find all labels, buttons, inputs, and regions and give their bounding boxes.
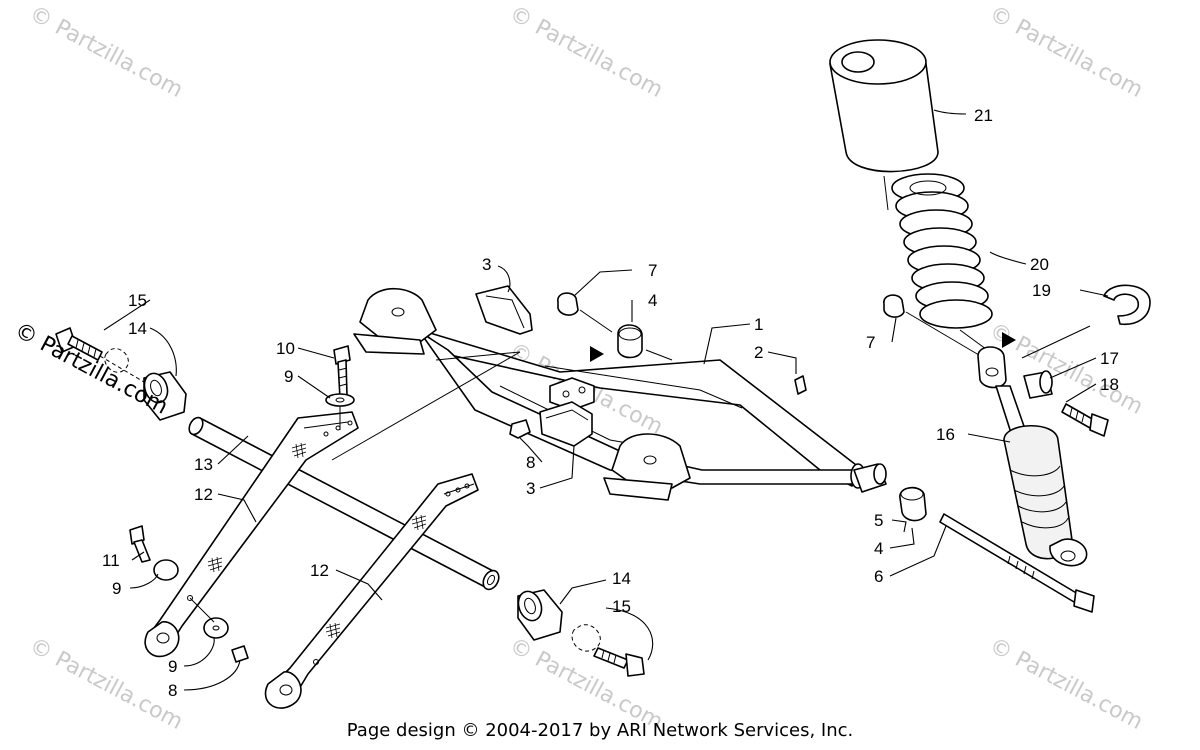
callout-labels: 21 20 19 7 17 18 16 1 2 7 4 3 8 3 5 4 6 … (102, 106, 1119, 700)
sleeve-17-part (1023, 370, 1053, 399)
callout-6: 6 (874, 567, 883, 586)
callout-7-left: 7 (648, 261, 657, 280)
callout-13: 13 (194, 455, 213, 474)
washer-9-upper-part (325, 393, 355, 407)
callout-17: 17 (1100, 349, 1119, 368)
callout-12-left: 12 (194, 485, 213, 504)
leader-lines (103, 109, 1109, 691)
callout-15-left: 15 (128, 291, 147, 310)
watermark: © Partzilla.com (25, 1, 187, 103)
callout-9-lower: 9 (168, 657, 177, 676)
callout-14-right: 14 (612, 569, 631, 588)
callout-8-upper: 8 (526, 453, 535, 472)
right-arm-part (264, 473, 479, 709)
bolt-15-right-part (571, 624, 645, 677)
bolt-15-left-part (55, 327, 145, 383)
left-arm-part (144, 411, 359, 658)
nut-8-lower-part (231, 645, 249, 663)
arrow-icon (590, 346, 604, 362)
washer-9-left-part (153, 559, 179, 581)
callout-7-right: 7 (866, 333, 875, 352)
callout-16: 16 (936, 425, 955, 444)
callout-15-right: 15 (612, 597, 631, 616)
pad-upper-part (475, 285, 533, 335)
watermark: © Partzilla.com (985, 1, 1147, 103)
washer-9-lower-part (203, 617, 229, 639)
sleeve-5-part (853, 463, 887, 493)
sleeve-14-right-part (517, 589, 563, 641)
bolt-10-part (333, 345, 351, 399)
callout-8-lower: 8 (168, 681, 177, 700)
pad-lower-part (539, 401, 593, 447)
callout-11: 11 (102, 551, 120, 570)
bolt-11-part (129, 525, 151, 563)
callout-4-upper: 4 (648, 291, 657, 310)
callout-5: 5 (874, 511, 883, 530)
callout-1: 1 (754, 315, 763, 334)
bolt-18-part (1061, 403, 1109, 437)
callout-18: 18 (1100, 375, 1119, 394)
callout-10: 10 (276, 339, 295, 358)
callout-3-lower: 3 (526, 479, 535, 498)
callout-19: 19 (1032, 281, 1051, 300)
callout-9-left: 9 (112, 579, 121, 598)
callout-3-upper: 3 (482, 255, 491, 274)
bushing-4-right-part (899, 486, 927, 522)
shock-16-part (977, 346, 1088, 567)
cross-shaft-part (188, 416, 500, 591)
a-arm-part (353, 288, 867, 501)
callout-21: 21 (974, 106, 993, 125)
watermark: © Partzilla.com (505, 1, 667, 103)
callout-12-right: 12 (310, 561, 329, 580)
arrow-icon (1002, 332, 1016, 348)
callout-9-upper: 9 (284, 367, 293, 386)
boot-21-part (829, 39, 939, 173)
callout-20: 20 (1030, 255, 1049, 274)
bushing-7-left-part (557, 292, 579, 316)
long-bolt-6-part (939, 513, 1095, 613)
clip-19-part (1103, 284, 1151, 326)
bushing-7-right-part (883, 294, 905, 318)
bushing-4-left-part (617, 324, 643, 359)
spring-20-part (891, 173, 993, 329)
callout-14-left: 14 (128, 319, 147, 338)
sleeve-14-left-part (143, 371, 187, 421)
callout-4-lower: 4 (874, 539, 883, 558)
page-footer: Page design © 2004-2017 by ARI Network S… (346, 720, 854, 741)
callout-2: 2 (754, 343, 763, 362)
nut-8-upper-part (509, 419, 531, 439)
